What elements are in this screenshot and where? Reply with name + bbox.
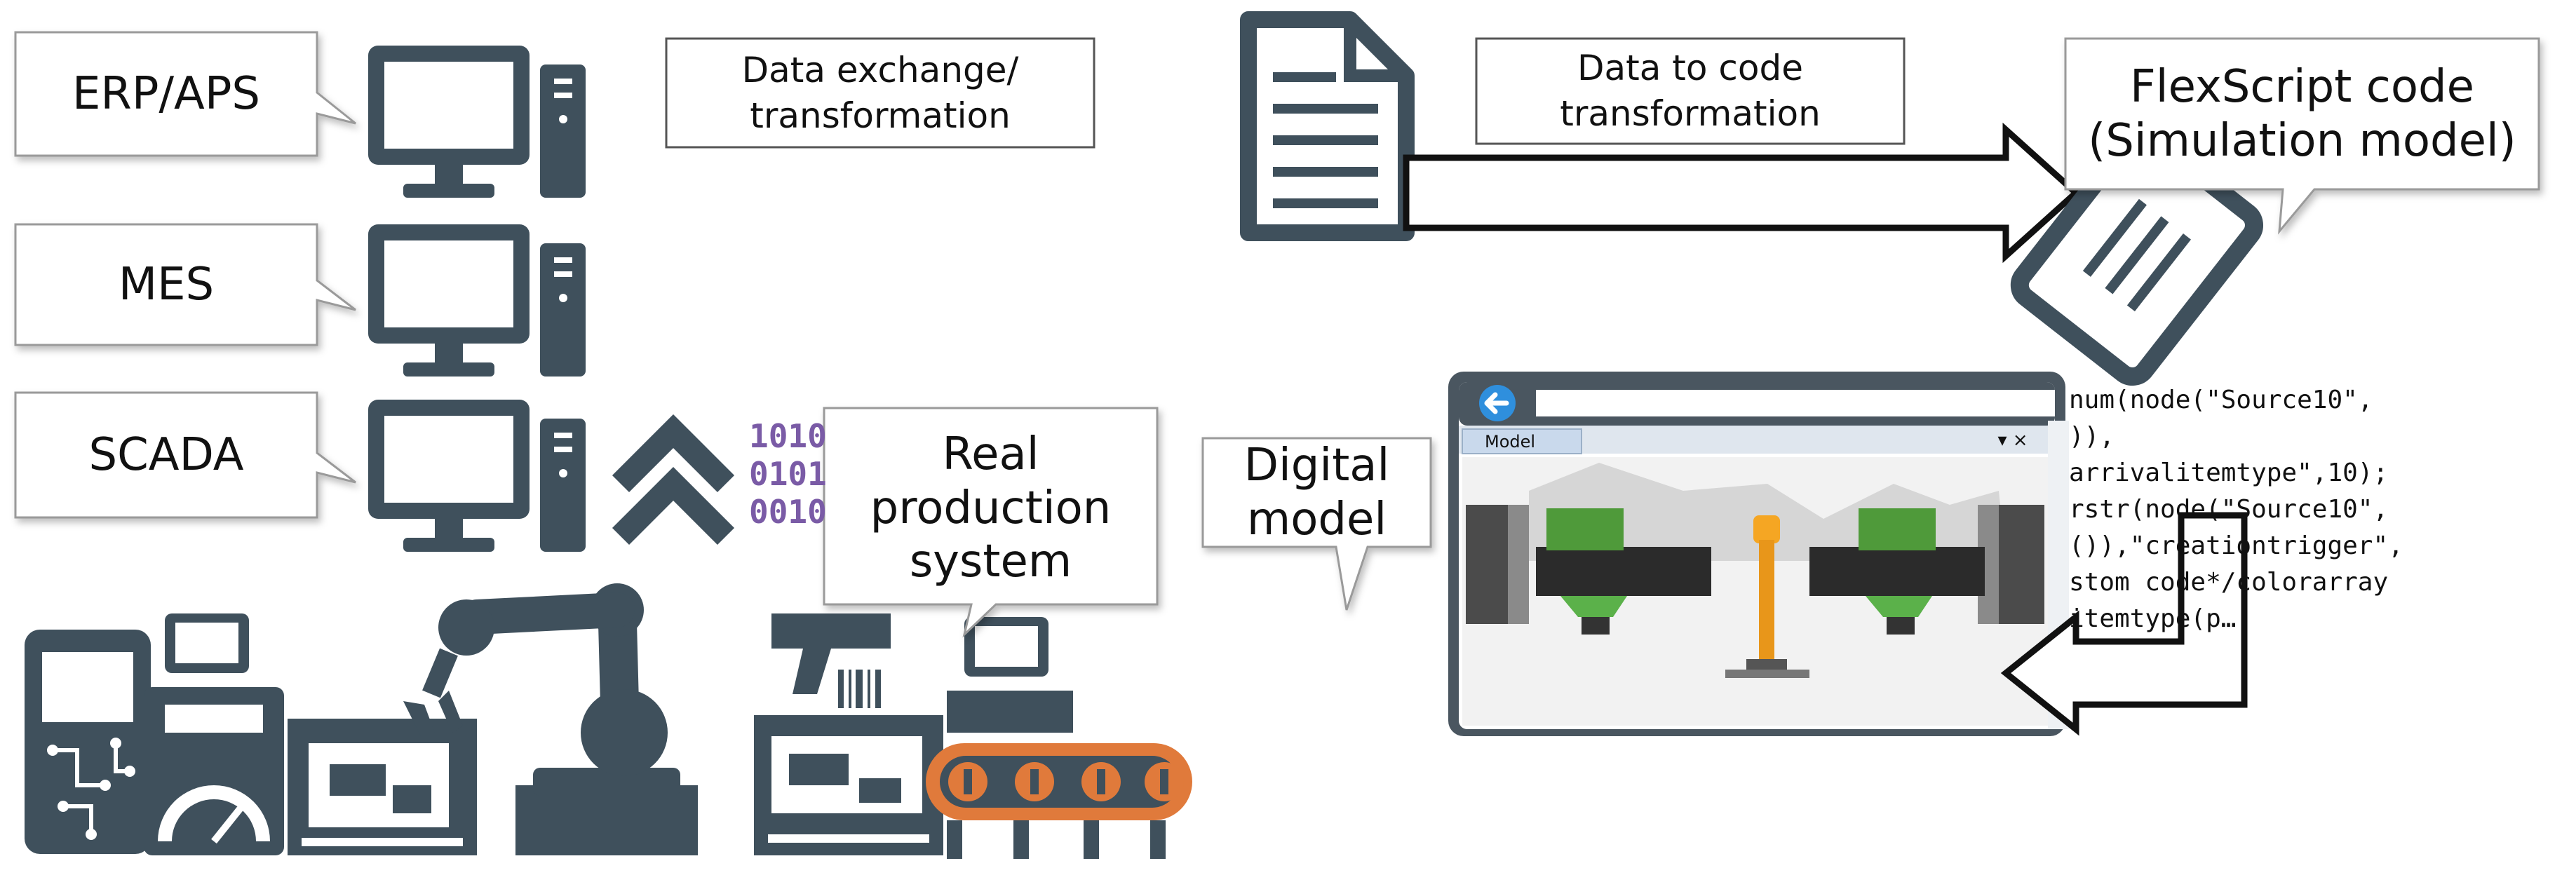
controller-icon (25, 630, 151, 854)
flexscript-line-1: FlexScript code (2129, 61, 2475, 114)
code-line: )), (2069, 422, 2115, 451)
real-production-label: Real production system (824, 414, 1157, 603)
code-document-icon (2010, 124, 2263, 386)
scada-label: SCADA (88, 428, 244, 481)
mes-label: MES (118, 258, 215, 311)
code-line: arrivalitemtype",10); (2069, 459, 2389, 487)
document-icon (1240, 11, 1415, 241)
model-tab[interactable] (1462, 428, 1582, 454)
data-to-code-label: Data to code transformation (1476, 39, 1904, 144)
binary-line-2: 0101 (749, 455, 827, 493)
flexscript-label: FlexScript code (Simulation model) (2065, 41, 2539, 188)
data-exchange-box (665, 37, 1095, 149)
digital-model-line-1: Digital (1243, 440, 1390, 492)
data-exchange-label: Data exchange/ transformation (666, 39, 1094, 147)
code-line: stom code*/colorarray (2069, 568, 2389, 597)
data-exchange-line-1: Data exchange/ (741, 49, 1019, 90)
data-to-code-line-2: transformation (1560, 93, 1821, 134)
scada-computer-icon (368, 400, 586, 552)
left-arrow-icon (2000, 512, 2248, 736)
robot-arm-icon (403, 583, 698, 855)
callout-real-production (823, 407, 1159, 638)
data-to-code-line-1: Data to code (1577, 48, 1803, 88)
code-line: rstr(node("Source10", (2069, 495, 2389, 524)
callout-scada (14, 391, 356, 519)
double-chevron-up-icon (612, 414, 735, 545)
mes-computer-icon (368, 224, 586, 377)
callout-erp (14, 31, 356, 157)
data-to-code-box (1475, 37, 1906, 145)
model-tab-label: Model (1485, 431, 1536, 452)
real-production-line-1: Real (942, 428, 1039, 480)
callout-flexscript (2064, 37, 2540, 235)
code-line: ()),"creationtrigger", (2069, 531, 2403, 560)
real-production-line-3: system (909, 536, 1072, 588)
barcode-scanner-icon (754, 613, 943, 855)
binary-line-1: 1010 (749, 417, 827, 455)
digital-model-line-2: model (1246, 494, 1387, 545)
gauge-icon (144, 687, 284, 855)
real-production-line-2: production (870, 482, 1112, 534)
erp-aps-label: ERP/APS (72, 67, 261, 120)
binary-line-3: 0010 (749, 493, 827, 531)
code-snippet: num(node("Source10",)), arrivalitemtype",… (2069, 382, 2403, 637)
data-exchange-line-2: transformation (750, 95, 1011, 136)
code-line: itemtype(p… (2069, 604, 2237, 633)
code-line: num(node("Source10", (2069, 386, 2373, 414)
simulation-window (1448, 372, 2069, 736)
conveyor-icon (926, 743, 1192, 859)
tab-close-controls[interactable]: ▾ × (1997, 430, 2028, 451)
factory-illustration (25, 583, 1192, 859)
digital-model-label: Digital model (1203, 440, 1431, 545)
callout-mes (14, 223, 356, 346)
callout-digital-model (1201, 437, 1432, 611)
erp-computer-icon (368, 46, 586, 198)
right-arrow-icon (1403, 122, 2081, 264)
flexscript-line-2: (Simulation model) (2088, 115, 2516, 167)
